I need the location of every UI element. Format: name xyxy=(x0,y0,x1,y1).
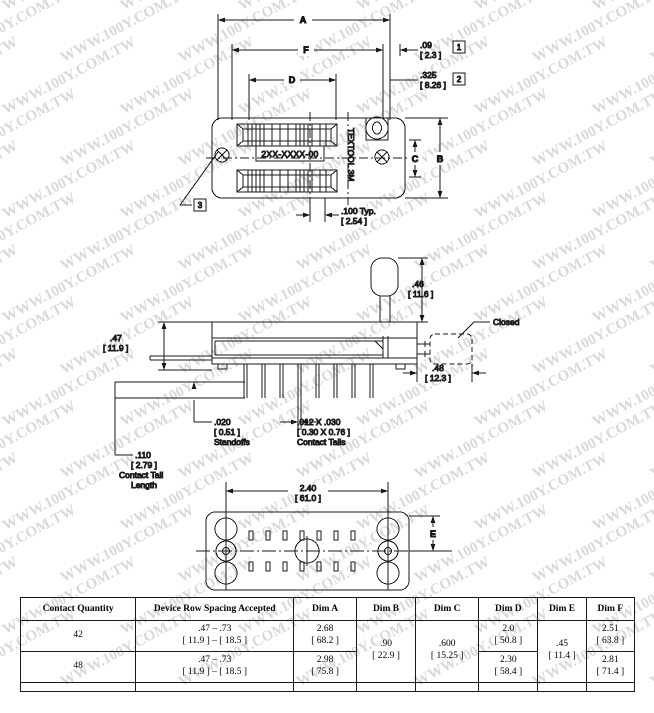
dimension-table-container: Contact Quantity Device Row Spacing Acce… xyxy=(19,597,636,692)
closed-label: Closed xyxy=(493,317,520,327)
cell-device-row-spacing: .47 – .73 [ 11.9 ] – [ 18.5 ] xyxy=(135,620,295,652)
dim-325-inch: .325 xyxy=(420,70,437,80)
dim-d-inch: 2.0 xyxy=(502,624,515,634)
dim-110-mm: [ 2.79 ] xyxy=(131,460,157,470)
cell-device-row-spacing: .47 – .73 [ 11.9 ] – [ 18.5 ] xyxy=(135,650,295,683)
dim-240-mm: [ 61.0 ] xyxy=(295,493,321,503)
header-dim-e: Dim E xyxy=(537,597,587,621)
dim-tails-inch: .012 X .030 xyxy=(297,417,341,427)
dim-e-inch: .45 xyxy=(556,639,568,650)
cell-contact-quantity: 48 xyxy=(19,650,137,683)
dim-a-mm: [ 75.8 ] xyxy=(311,666,339,677)
part-number-label: 2XX-XXXX-00 xyxy=(261,149,318,159)
dim-020-inch: .020 xyxy=(214,417,231,427)
dim-e-mm: [ 11.4 ] xyxy=(548,651,576,662)
header-dim-b: Dim B xyxy=(355,597,417,621)
dim-c-inch: .600 xyxy=(438,639,456,650)
dim-46-mm: [ 11.6 ] xyxy=(408,289,433,299)
dim-a-mm: [ 68.2 ] xyxy=(311,635,339,646)
cell-dim-b: .90 [ 22.9 ] xyxy=(355,620,417,683)
cell-dim-e: .45 [ 11.4 ] xyxy=(537,620,587,683)
cell-empty xyxy=(537,681,587,692)
dim-020-mm: [ 0.51 ] xyxy=(214,427,240,437)
dim-f-inch: 2.51 xyxy=(602,624,619,634)
dim-47-mm: [ 11.9 ] xyxy=(103,343,128,353)
cell-dim-a: 2.68 [ 68.2 ] xyxy=(293,620,357,652)
table-row: 42 .47 – .73 [ 11.9 ] – [ 18.5 ] 2.68 [ … xyxy=(19,620,636,683)
header-dim-f: Dim F xyxy=(585,597,636,621)
cell-dim-c: .600 [ 15.25 ] xyxy=(415,620,480,683)
dim-d-inch: 2.30 xyxy=(499,654,517,665)
row-spacing-mm: [ 11.9 ] – [ 18.5 ] xyxy=(182,635,247,646)
dim-d-mm: [ 58.4 ] xyxy=(494,666,523,677)
dim-09-mm: [ 2.3 ] xyxy=(420,50,441,60)
callout-flag-1: 1 xyxy=(457,43,462,52)
cell-empty xyxy=(355,681,417,692)
cell-empty xyxy=(478,681,539,692)
dim-label-c: C xyxy=(412,154,419,164)
header-contact-quantity: Contact Quantity xyxy=(19,597,137,621)
dim-47-inch: .47 xyxy=(110,333,122,343)
contact-tails-label: Contact Tails xyxy=(297,437,346,447)
contact-tail-length-label-1: Contact Tail xyxy=(119,470,163,480)
dim-f-inch: 2.81 xyxy=(602,654,619,665)
header-dim-c: Dim C xyxy=(415,597,480,621)
dim-label-f: F xyxy=(303,45,309,55)
cell-empty xyxy=(415,681,480,692)
header-dim-d: Dim D xyxy=(478,597,539,621)
dim-tails-mm: [ 0.30 X 0.76 ] xyxy=(297,427,350,437)
callout-flag-3: 3 xyxy=(198,201,203,210)
dim-f-mm: [ 71.4 ] xyxy=(596,666,625,677)
row-spacing-mm: [ 11.9 ] – [ 18.5 ] xyxy=(182,666,247,677)
dim-b-mm: [ 22.9 ] xyxy=(372,651,400,662)
cell-contact-quantity: 42 xyxy=(19,620,137,652)
dim-pitch-mm: [ 2.54 ] xyxy=(341,216,367,226)
table-row-partial xyxy=(19,681,636,692)
cell-empty xyxy=(135,681,295,692)
callout-flag-2: 2 xyxy=(457,75,462,84)
contact-tail-length-label-2: Length xyxy=(131,480,157,490)
dim-d-mm: [ 50.8 ] xyxy=(494,635,523,646)
cell-empty xyxy=(585,681,636,692)
cell-empty xyxy=(293,681,357,692)
dim-48-mm: [ 12.3 ] xyxy=(425,373,451,383)
cell-dim-a: 2.98 [ 75.8 ] xyxy=(293,650,357,683)
dim-240-inch: 2.40 xyxy=(300,483,317,493)
dim-pitch-inch: .100 Typ. xyxy=(341,206,376,216)
table-header-row: Contact Quantity Device Row Spacing Acce… xyxy=(19,597,636,621)
dim-f-mm: [ 63.8 ] xyxy=(596,635,625,646)
cell-empty xyxy=(19,681,137,692)
cell-dim-f: 2.81 [ 71.4 ] xyxy=(585,650,636,683)
dim-09-inch: .09 xyxy=(420,40,432,50)
dim-b-inch: .90 xyxy=(380,639,392,650)
dim-c-mm: [ 15.25 ] xyxy=(430,651,464,662)
dim-label-b: B xyxy=(437,154,444,164)
row-spacing-inch: .47 – .73 xyxy=(198,654,232,665)
dim-a-inch: 2.98 xyxy=(316,654,334,665)
dim-110-inch: .110 xyxy=(135,450,151,460)
dim-48-inch: .48 xyxy=(432,363,444,373)
cell-dim-d: 2.0 [ 50.8 ] xyxy=(478,620,539,652)
cell-dim-f: 2.51 [ 63.8 ] xyxy=(585,620,636,652)
dim-46-inch: .46 xyxy=(412,279,424,289)
standoffs-label: Standoffs xyxy=(214,437,250,447)
dim-a-inch: 2.68 xyxy=(316,624,334,634)
table-row: 48 .47 – .73 [ 11.9 ] – [ 18.5 ] 2.98 [ … xyxy=(19,650,636,683)
row-spacing-inch: .47 – .73 xyxy=(198,624,232,634)
header-dim-a: Dim A xyxy=(293,597,357,621)
brand-label: TEXTOOL 3M xyxy=(346,128,356,181)
dim-325-mm: [ 8.26 ] xyxy=(420,80,446,90)
dim-label-e: E xyxy=(430,529,436,539)
dim-label-a: A xyxy=(300,15,307,25)
dimension-table: Contact Quantity Device Row Spacing Acce… xyxy=(19,597,636,692)
header-device-row-spacing: Device Row Spacing Accepted xyxy=(135,597,295,621)
cell-dim-d: 2.30 [ 58.4 ] xyxy=(478,650,539,683)
dim-label-d: D xyxy=(289,75,296,85)
